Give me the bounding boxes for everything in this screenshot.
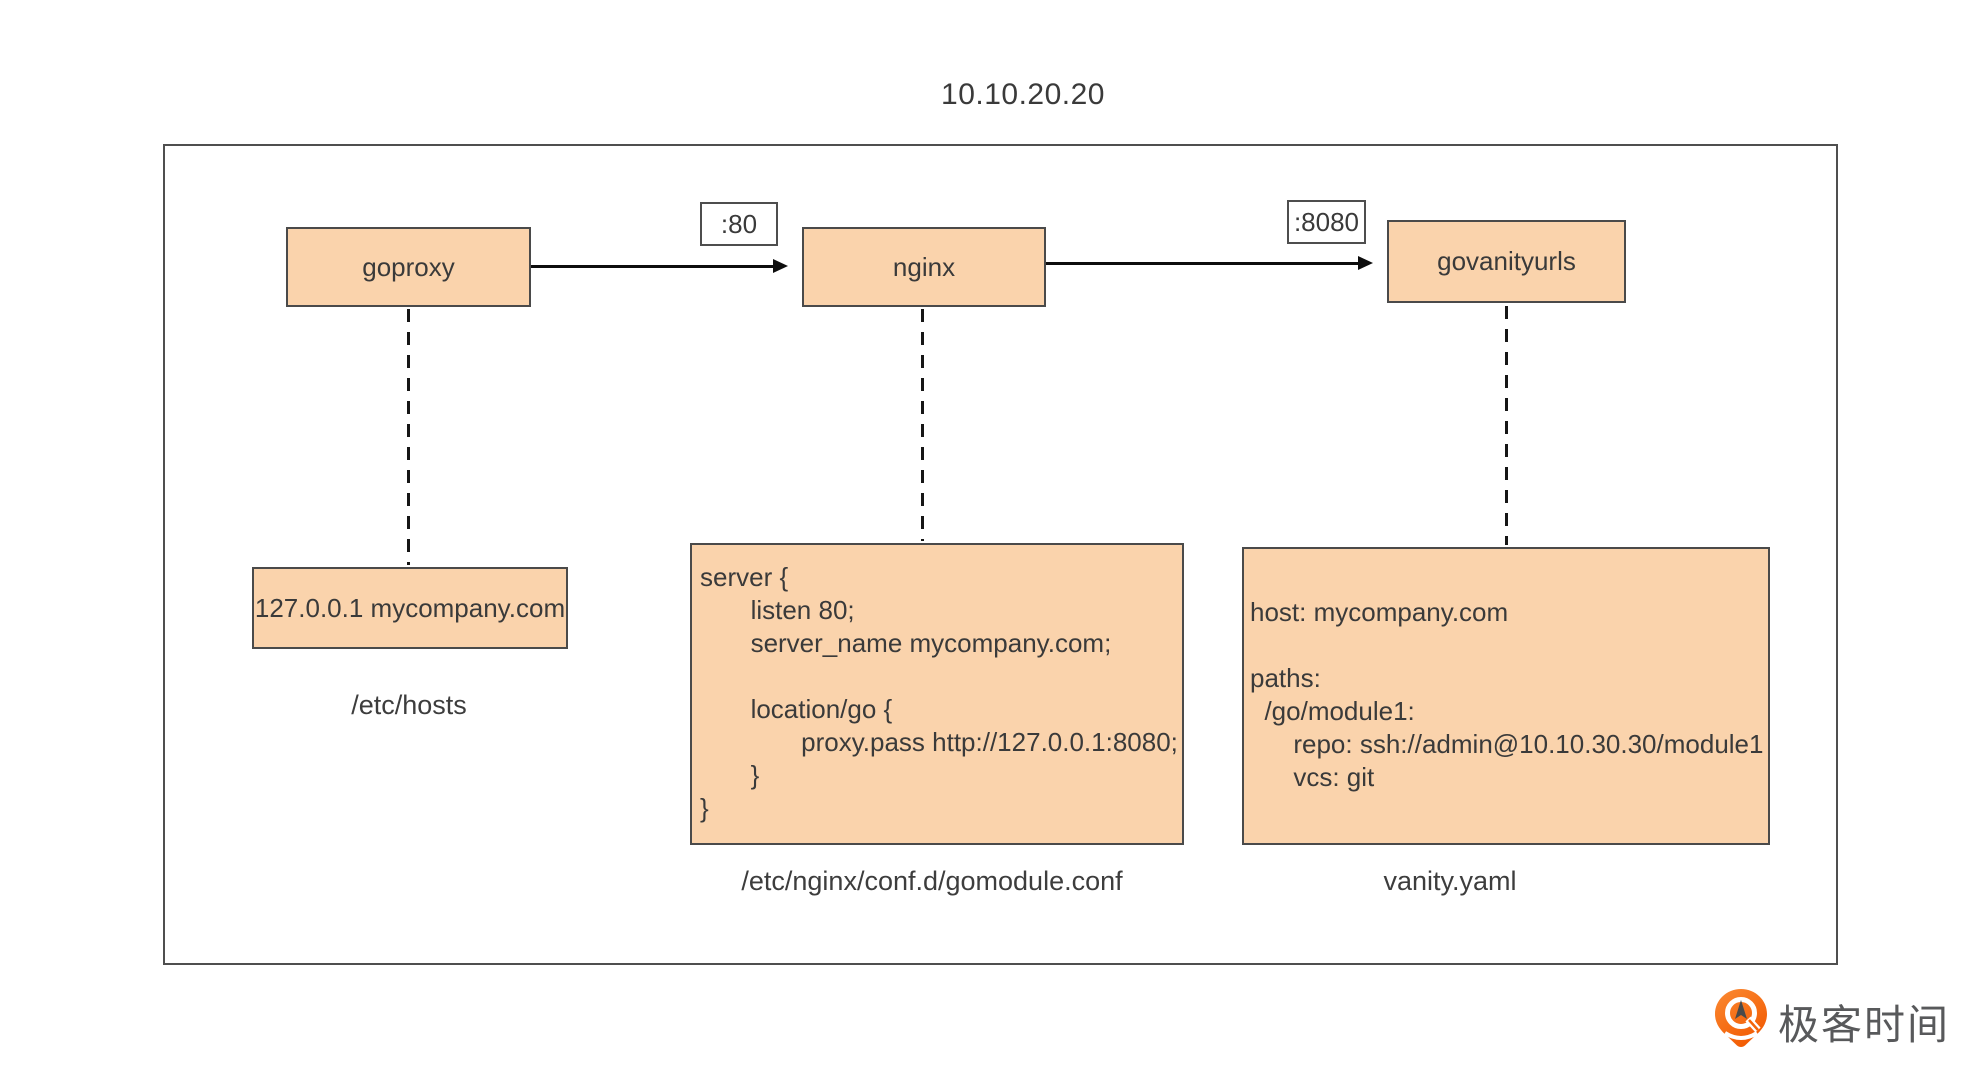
arrow-nginx-to-govanityurls xyxy=(1046,256,1373,270)
nginx-conf-caption: /etc/nginx/conf.d/gomodule.conf xyxy=(741,866,1123,896)
node-goproxy: goproxy xyxy=(286,227,531,307)
node-govanityurls-label: govanityurls xyxy=(1437,246,1576,276)
dashed-connector-gov-vanity xyxy=(1505,306,1508,545)
vanity-yaml-line: vcs: git xyxy=(1250,762,1375,792)
hosts-file-caption: /etc/hosts xyxy=(351,690,467,720)
hosts-file-content: 127.0.0.1 mycompany.com xyxy=(254,592,566,623)
vanity-yaml-caption: vanity.yaml xyxy=(1383,866,1517,896)
port-label-8080: :8080 xyxy=(1287,200,1366,244)
diagram-title: 10.10.20.20 xyxy=(941,78,1105,111)
nginx-conf-line: } xyxy=(700,793,709,823)
nginx-conf-line: location/go { xyxy=(700,694,893,724)
node-govanityurls: govanityurls xyxy=(1387,220,1626,303)
port-80-text: :80 xyxy=(720,208,758,239)
geektime-logo-text: 极客时间 xyxy=(1778,1002,1950,1048)
port-8080-text: :8080 xyxy=(1293,206,1360,237)
nginx-conf-line: server_name mycompany.com; xyxy=(700,628,1112,658)
nginx-conf-line: proxy.pass http://127.0.0.1:8080; xyxy=(700,727,1178,757)
vanity-yaml-line: repo: ssh://admin@10.10.30.30/module1 xyxy=(1250,729,1764,759)
nginx-conf-box: server { listen 80; server_name mycompan… xyxy=(690,543,1184,845)
arrow-goproxy-to-nginx xyxy=(531,259,788,273)
node-goproxy-label: goproxy xyxy=(362,251,455,282)
vanity-yaml-line: host: mycompany.com xyxy=(1250,597,1509,627)
nginx-conf-line: } xyxy=(700,760,760,790)
vanity-yaml-line xyxy=(1250,629,1766,662)
vanity-yaml-line: paths: xyxy=(1250,663,1321,693)
nginx-conf-line xyxy=(700,660,1178,693)
node-nginx-label: nginx xyxy=(892,251,956,282)
dashed-connector-goproxy-hosts xyxy=(407,309,410,565)
nginx-conf-line: listen 80; xyxy=(700,595,855,625)
geektime-logo: 极客时间 xyxy=(1714,988,1950,1052)
port-label-80: :80 xyxy=(700,202,778,246)
dashed-connector-nginx-conf xyxy=(921,309,924,541)
nginx-conf-line: server { xyxy=(700,562,789,592)
node-nginx: nginx xyxy=(802,227,1046,307)
vanity-yaml-box: host: mycompany.com paths: /go/module1: … xyxy=(1242,547,1770,845)
geektime-pin-icon xyxy=(1715,989,1767,1047)
hosts-file-box: 127.0.0.1 mycompany.com xyxy=(252,567,568,649)
vanity-yaml-line: /go/module1: xyxy=(1250,696,1415,726)
